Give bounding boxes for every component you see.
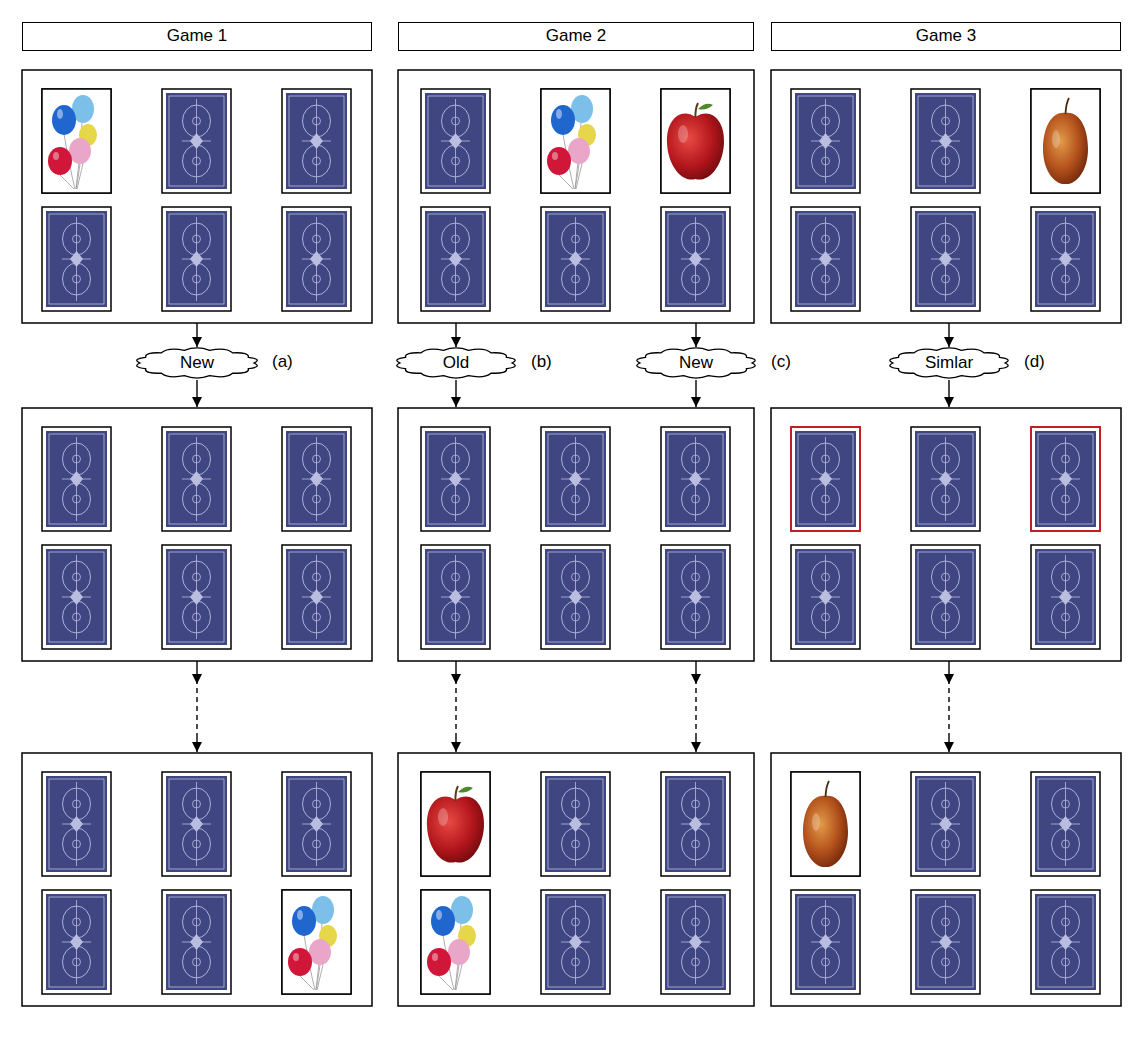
flow-arrow xyxy=(196,323,197,347)
flow-arrows xyxy=(197,323,949,752)
flow-arrow xyxy=(948,323,949,347)
game-title: Game 2 xyxy=(546,26,606,46)
game-panel xyxy=(22,408,372,661)
cloud-label: New xyxy=(134,346,260,380)
flow-arrow xyxy=(455,736,456,752)
dashed-flow xyxy=(455,688,456,736)
cloud-text: Old xyxy=(443,353,469,373)
dashed-flow xyxy=(695,688,696,736)
panel-letter: (c) xyxy=(771,352,791,372)
apple-card xyxy=(421,772,490,876)
flow-arrow xyxy=(196,380,197,407)
game-panel xyxy=(398,70,754,323)
flow-arrow xyxy=(455,323,456,347)
game-panel xyxy=(22,753,372,1006)
game-panel xyxy=(771,753,1121,1006)
brown-apple-card xyxy=(1031,89,1100,193)
card-grid xyxy=(791,427,1100,649)
highlight-frame xyxy=(791,427,860,531)
card-grid xyxy=(42,89,351,311)
brown-apple-card xyxy=(791,772,860,876)
apple-card xyxy=(661,89,730,193)
game-panel xyxy=(22,70,372,323)
cloud-text: New xyxy=(180,353,214,373)
game-panel xyxy=(771,70,1121,323)
flow-arrow xyxy=(695,323,696,347)
flow-arrow xyxy=(948,661,949,684)
balloon-card xyxy=(42,89,111,193)
panel-letter: (a) xyxy=(272,352,293,372)
flow-arrow xyxy=(948,380,949,407)
card-grid xyxy=(42,772,351,994)
balloon-card xyxy=(541,89,610,193)
game-title: Game 3 xyxy=(916,26,976,46)
game-panel xyxy=(398,408,754,661)
flow-arrow xyxy=(948,736,949,752)
balloon-card xyxy=(282,890,351,994)
cloud-text: New xyxy=(679,353,713,373)
highlight-frame xyxy=(1031,427,1100,531)
flow-arrow xyxy=(455,380,456,407)
flow-arrow xyxy=(455,661,456,684)
balloon-card xyxy=(421,890,490,994)
card-grid xyxy=(42,427,351,649)
card-grid xyxy=(421,772,730,994)
cloud-text: Simlar xyxy=(925,353,973,373)
dashed-flow xyxy=(948,688,949,736)
card-grid xyxy=(421,89,730,311)
flow-arrow xyxy=(196,661,197,684)
cloud-label: New xyxy=(634,346,758,380)
game-header: Game 2 xyxy=(398,22,754,51)
cloud-outline xyxy=(890,348,1008,378)
cloud-outline xyxy=(637,348,755,378)
game-header: Game 3 xyxy=(771,22,1121,51)
game-panel xyxy=(398,753,754,1006)
card-grid xyxy=(421,427,730,649)
panel-letter: (b) xyxy=(531,352,552,372)
game-header: Game 1 xyxy=(22,22,372,51)
flow-arrow xyxy=(196,736,197,752)
panel-letter: (d) xyxy=(1024,352,1045,372)
card-grid xyxy=(791,89,1100,311)
cloud-label: Old xyxy=(394,346,518,380)
cloud-outline xyxy=(397,348,515,378)
game-title: Game 1 xyxy=(167,26,227,46)
dashed-flow xyxy=(196,688,197,736)
cloud-outline xyxy=(137,348,257,378)
game-panel xyxy=(771,408,1121,661)
cloud-label: Simlar xyxy=(887,346,1011,380)
flow-arrow xyxy=(695,736,696,752)
flow-arrow xyxy=(695,661,696,684)
flow-arrow xyxy=(695,380,696,407)
card-grid xyxy=(791,772,1100,994)
